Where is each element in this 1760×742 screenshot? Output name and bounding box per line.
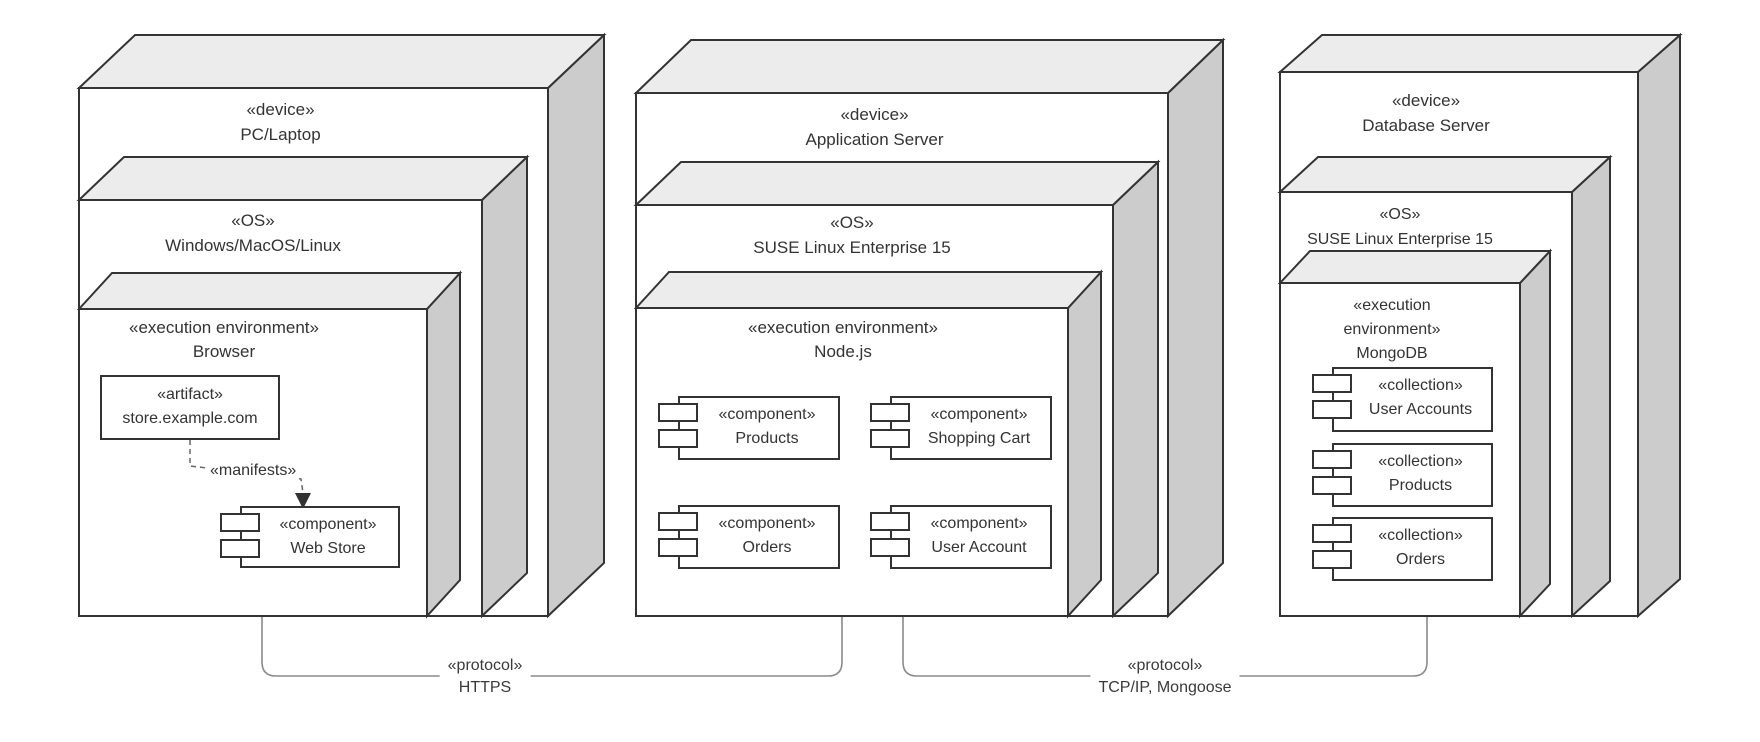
- tcpip-protocol-label: «protocol» TCP/IP, Mongoose: [1090, 655, 1240, 699]
- app-device-side-face: [1167, 37, 1224, 619]
- artifact-name: store.example.com: [122, 410, 258, 427]
- tcpip-name: TCP/IP, Mongoose: [1098, 679, 1232, 696]
- web-store-stereotype: «component»: [279, 516, 377, 533]
- db-os-top-face: [1277, 156, 1613, 193]
- component-icon: [870, 538, 910, 557]
- mongodb-name: MongoDB: [1356, 345, 1428, 362]
- nodejs-name: Node.js: [814, 342, 872, 361]
- app-device-name: Application Server: [805, 130, 944, 149]
- component-shopping-cart: «component» Shopping Cart: [870, 396, 1052, 460]
- pc-device-name: PC/Laptop: [240, 125, 321, 144]
- mongodb-stereotype: «execution environment»: [1343, 297, 1441, 338]
- app-os-name: SUSE Linux Enterprise 15: [753, 238, 951, 257]
- user-account-name: User Account: [931, 539, 1027, 556]
- app-os-stereotype: «OS»: [830, 213, 874, 232]
- collection-products-name: Products: [1388, 477, 1453, 494]
- collection-user-accounts: «collection» User Accounts: [1312, 367, 1493, 432]
- https-connector-line: [261, 616, 843, 677]
- component-icon: [1312, 550, 1352, 569]
- app-device-stereotype: «device»: [840, 105, 909, 124]
- db-device-name: Database Server: [1362, 116, 1490, 135]
- browser-side-face: [426, 270, 461, 619]
- pc-os-top-face: [76, 156, 530, 201]
- browser-top-face: [76, 272, 463, 310]
- products-stereotype: «component»: [718, 406, 816, 423]
- nodejs-label: «execution environment» Node.js: [636, 316, 1050, 364]
- component-icon: [1312, 450, 1352, 469]
- component-icon: [1312, 476, 1352, 495]
- manifests-edge-label: «manifests»: [207, 462, 300, 480]
- shopping-cart-stereotype: «component»: [930, 406, 1028, 423]
- component-icon: [1312, 400, 1352, 419]
- browser-stereotype: «execution environment»: [129, 318, 319, 337]
- collection-orders-stereotype: «collection»: [1378, 527, 1463, 544]
- db-os-label: «OS» SUSE Linux Enterprise 15: [1280, 202, 1520, 252]
- app-os-top-face: [633, 161, 1161, 206]
- component-icon: [658, 512, 698, 531]
- db-os-side-face: [1571, 154, 1611, 619]
- pc-os-label: «OS» Windows/MacOS/Linux: [79, 208, 427, 258]
- app-device-top-face: [633, 39, 1226, 94]
- component-products: «component» Products: [658, 396, 840, 460]
- https-protocol-label: «protocol» HTTPS: [439, 655, 531, 699]
- collection-products-stereotype: «collection»: [1378, 453, 1463, 470]
- browser-label: «execution environment» Browser: [79, 316, 369, 364]
- browser-name: Browser: [192, 342, 256, 361]
- products-name: Products: [735, 430, 799, 447]
- component-icon: [870, 512, 910, 531]
- orders-stereotype: «component»: [718, 515, 816, 532]
- db-os-stereotype: «OS»: [1379, 206, 1421, 223]
- app-os-label: «OS» SUSE Linux Enterprise 15: [636, 210, 1068, 260]
- collection-orders-name: Orders: [1396, 551, 1445, 568]
- component-icon: [220, 539, 260, 558]
- db-device-label: «device» Database Server: [1280, 88, 1572, 138]
- component-icon: [220, 513, 260, 532]
- manifests-arrowhead: [295, 493, 311, 509]
- shopping-cart-name: Shopping Cart: [927, 430, 1031, 447]
- nodejs-side-face: [1067, 269, 1102, 619]
- artifact-stereotype: «artifact»: [157, 386, 223, 403]
- pc-device-label: «device» PC/Laptop: [79, 97, 482, 147]
- collection-user-accounts-name: User Accounts: [1368, 401, 1473, 418]
- collection-products: «collection» Products: [1312, 443, 1493, 507]
- nodejs-top-face: [633, 271, 1104, 309]
- https-name: HTTPS: [458, 679, 512, 696]
- component-orders: «component» Orders: [658, 505, 840, 569]
- component-icon: [1312, 524, 1352, 543]
- component-icon: [658, 538, 698, 557]
- orders-name: Orders: [742, 539, 792, 556]
- component-icon: [1312, 374, 1352, 393]
- component-user-account: «component» User Account: [870, 505, 1052, 569]
- component-icon: [658, 429, 698, 448]
- pc-device-top-face: [76, 34, 607, 89]
- collection-user-accounts-stereotype: «collection»: [1378, 377, 1463, 394]
- mongodb-side-face: [1519, 248, 1551, 619]
- tcpip-stereotype: «protocol»: [1127, 657, 1203, 674]
- collection-orders: «collection» Orders: [1312, 517, 1493, 581]
- user-account-stereotype: «component»: [930, 515, 1028, 532]
- https-stereotype: «protocol»: [447, 657, 523, 674]
- db-device-top-face: [1277, 34, 1683, 73]
- app-os-side-face: [1112, 159, 1159, 619]
- pc-os-stereotype: «OS»: [231, 211, 275, 230]
- nodejs-stereotype: «execution environment»: [748, 318, 938, 337]
- db-device-stereotype: «device»: [1391, 91, 1461, 110]
- mongodb-top-face: [1277, 250, 1553, 284]
- mongodb-label: «execution environment» MongoDB: [1322, 294, 1462, 366]
- app-device-label: «device» Application Server: [636, 102, 1113, 152]
- artifact-store-example-com: «artifact» store.example.com: [100, 375, 280, 440]
- component-icon: [658, 403, 698, 422]
- pc-os-name: Windows/MacOS/Linux: [165, 236, 341, 255]
- web-store-name: Web Store: [290, 540, 366, 557]
- component-web-store: «component» Web Store: [220, 506, 400, 568]
- pc-os-side-face: [481, 154, 528, 619]
- db-device-side-face: [1637, 32, 1681, 619]
- component-icon: [870, 403, 910, 422]
- pc-device-side-face: [547, 32, 605, 619]
- pc-device-stereotype: «device»: [246, 100, 315, 119]
- component-icon: [870, 429, 910, 448]
- db-os-name: SUSE Linux Enterprise 15: [1307, 231, 1493, 248]
